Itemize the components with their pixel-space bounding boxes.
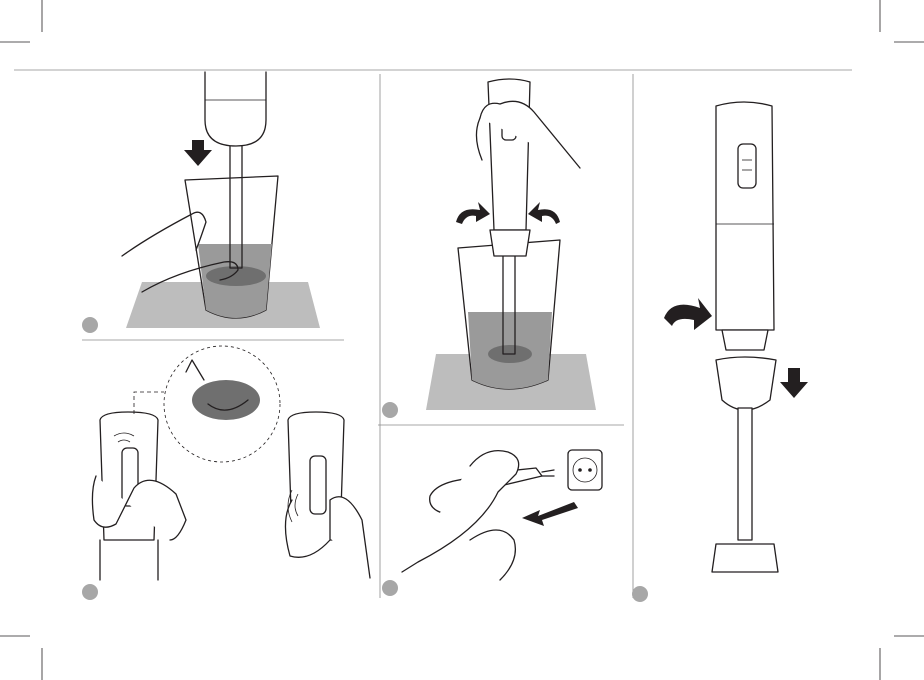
down-arrow-icon: [184, 140, 212, 166]
motor-unit: [205, 72, 266, 146]
step-2-badge: [82, 584, 98, 600]
hand-icon: [402, 451, 519, 572]
blade-guard: [712, 544, 778, 572]
step-1-panel: [82, 72, 320, 333]
pull-arrow-icon: [522, 502, 578, 526]
step-5-badge: [632, 586, 648, 602]
step-3-panel: [382, 79, 596, 418]
step-3-badge: [382, 402, 398, 418]
rotate-arrow-icon: [664, 298, 712, 330]
step-2-panel: [82, 346, 370, 600]
cap-detail: [192, 380, 260, 420]
step-4-badge: [382, 580, 398, 596]
step-1-badge: [82, 317, 98, 333]
blade-guard: [206, 266, 266, 286]
motor-unit: [716, 102, 774, 330]
down-arrow-icon: [780, 368, 808, 398]
shaft-coupling: [716, 357, 776, 410]
blending-shaft: [738, 408, 752, 540]
rotate-arrow-icon: [528, 202, 560, 224]
step-4-panel: [382, 450, 602, 596]
step-5-panel: [632, 102, 808, 602]
rotate-arrow-icon: [456, 202, 490, 224]
